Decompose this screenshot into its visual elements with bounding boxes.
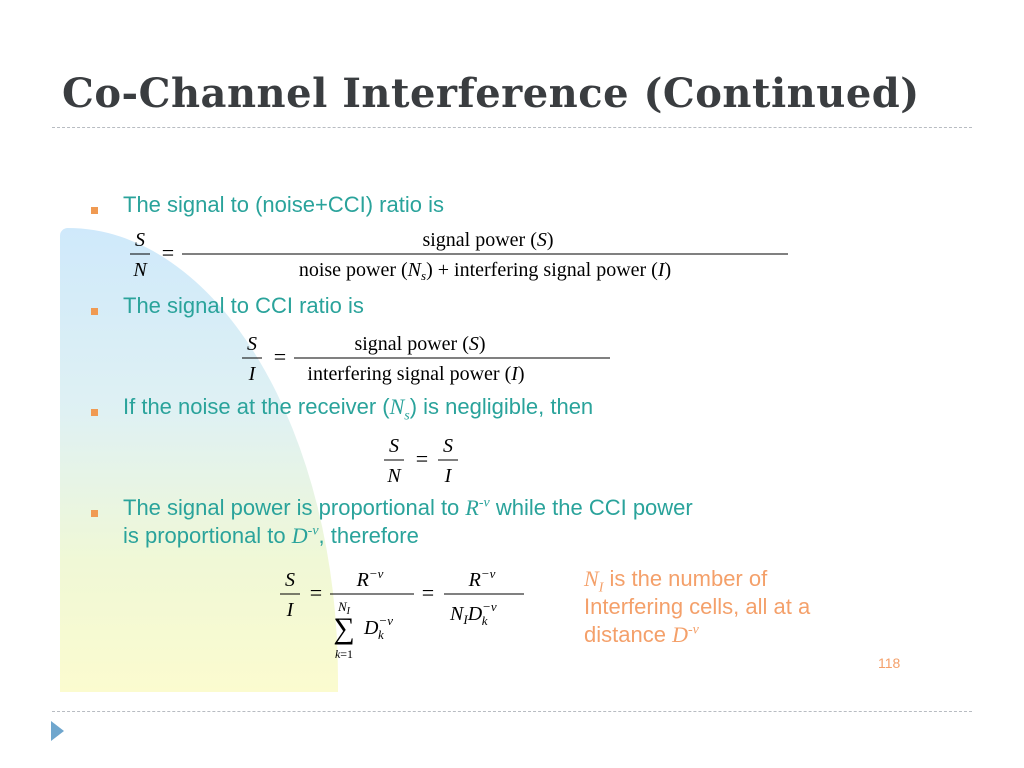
svg-text:S: S	[389, 435, 399, 457]
svg-text:=: =	[274, 344, 286, 369]
svg-text:=: =	[422, 580, 434, 605]
svg-text:noise power (Ns) + interfering: noise power (Ns) + interfering signal po…	[299, 259, 671, 283]
path-loss-R: R-v	[465, 495, 490, 520]
bullet-marker	[91, 409, 98, 416]
svg-text:k=1: k=1	[335, 647, 353, 661]
bullet-3-text-before: If the noise at the receiver (	[123, 394, 390, 419]
svg-text:R−v: R−v	[356, 566, 384, 591]
equation-snr-total: S N = signal power (S) noise power (Ns) …	[128, 224, 798, 288]
svg-text:=: =	[162, 240, 174, 265]
bullet-3-text-after: ) is negligible, then	[409, 394, 594, 419]
svg-text:NID−vk: NID−vk	[449, 599, 497, 628]
svg-text:R−v: R−v	[468, 566, 496, 591]
bullet-1-text: The signal to (noise+CCI) ratio is	[123, 192, 444, 217]
svg-text:=: =	[310, 580, 322, 605]
next-slide-arrow-icon[interactable]	[51, 721, 64, 741]
svg-text:N: N	[132, 259, 148, 281]
slide-title: Co-Channel Interference (Continued)	[62, 70, 920, 117]
svg-text:S: S	[247, 333, 257, 355]
slide-content: The signal to (noise+CCI) ratio is S N =…	[60, 190, 920, 692]
svg-text:interfering signal power (I): interfering signal power (I)	[307, 363, 524, 385]
svg-text:S: S	[135, 229, 145, 251]
cells-count-symbol: NI	[584, 566, 604, 596]
svg-text:S: S	[443, 435, 453, 457]
bullet-3-text: If the noise at the receiver (Ns) is neg…	[123, 394, 593, 424]
svg-text:signal power (S): signal power (S)	[354, 333, 485, 355]
svg-text:=: =	[416, 446, 428, 471]
note-line-3: distance D-v	[584, 622, 699, 647]
svg-text:signal power (S): signal power (S)	[422, 229, 553, 251]
svg-text:D−vk: D−vk	[363, 613, 393, 642]
bullet-marker	[91, 510, 98, 517]
svg-text:I: I	[248, 363, 257, 385]
bullet-4-line-2: is proportional to D-v, therefore	[123, 523, 419, 548]
equation-snr-equals-sir: S N = S I	[382, 430, 472, 494]
note-line-2: Interfering cells, all at a	[584, 594, 811, 619]
bullet-marker	[91, 207, 98, 214]
title-divider	[52, 127, 972, 128]
bullet-4-line-1: The signal power is proportional to R-v …	[123, 495, 693, 520]
bullet-marker	[91, 308, 98, 315]
noise-symbol: Ns	[389, 394, 410, 424]
distance-symbol: D-v	[672, 622, 699, 647]
svg-text:I: I	[286, 599, 295, 621]
note-line-1: NI is the number of	[584, 566, 768, 596]
svg-text:∑: ∑	[333, 612, 354, 645]
svg-text:S: S	[285, 569, 295, 591]
svg-text:I: I	[444, 465, 453, 487]
svg-text:N: N	[386, 465, 402, 487]
equation-sir: S I = signal power (S) interfering signa…	[240, 328, 620, 392]
footer-divider	[52, 711, 972, 712]
slide-number: 118	[878, 655, 901, 671]
path-loss-D: D-v	[291, 523, 319, 548]
bullet-2-text: The signal to CCI ratio is	[123, 293, 364, 318]
